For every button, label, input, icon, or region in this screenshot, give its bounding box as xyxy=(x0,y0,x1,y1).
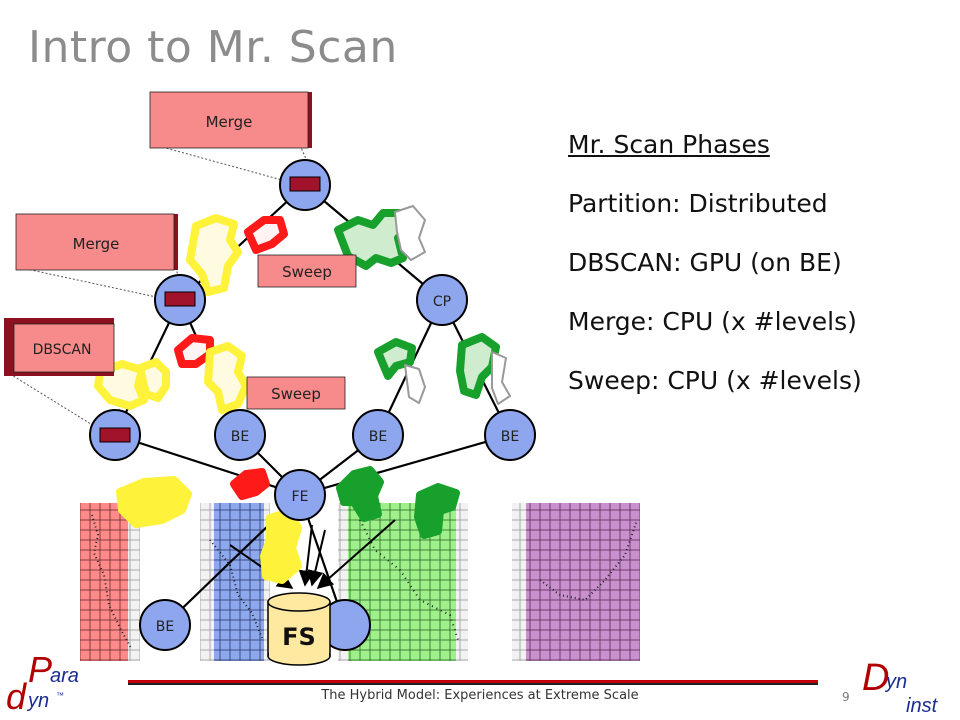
fe-node: FE xyxy=(274,469,326,521)
be-node-mid-right: BE xyxy=(484,409,536,461)
be-node-mid-center: BE xyxy=(352,409,404,461)
phases-list: Mr. Scan Phases Partition: Distributed D… xyxy=(568,130,862,425)
fe-node-label: FE xyxy=(292,489,309,505)
merge-left-box: Merge xyxy=(15,213,178,271)
partition-grid-purple xyxy=(512,503,640,661)
merge-top-label: Merge xyxy=(206,113,253,131)
footer-bar xyxy=(128,680,818,685)
svg-text:P: P xyxy=(28,649,52,690)
merge-node-left xyxy=(154,274,206,326)
phase-partition: Partition: Distributed xyxy=(568,189,828,218)
footer-text: The Hybrid Model: Experiences at Extreme… xyxy=(321,688,639,703)
sweep-upper-label: Sweep xyxy=(282,263,332,281)
be-node-mid-left: BE xyxy=(214,409,266,461)
be-bottom-label: BE xyxy=(156,619,174,635)
sweep-lower-label: Sweep xyxy=(271,385,321,403)
svg-text:inst: inst xyxy=(906,695,939,717)
svg-text:D: D xyxy=(862,657,889,699)
svg-text:yn: yn xyxy=(884,671,907,693)
dbscan-node xyxy=(89,409,141,461)
be-mid-left-label: BE xyxy=(231,429,249,445)
root-node xyxy=(279,159,331,211)
yellow-clusters xyxy=(94,214,302,584)
dbscan-box: DBSCAN xyxy=(4,318,115,376)
svg-text:d: d xyxy=(6,676,27,717)
phase-sweep: Sweep: CPU (x #levels) xyxy=(568,366,862,395)
merge-left-label: Merge xyxy=(73,235,120,253)
green-clusters xyxy=(334,205,511,539)
svg-text:yn: yn xyxy=(26,690,49,712)
cp-node: CP xyxy=(416,274,468,326)
sweep-lower-box: Sweep xyxy=(246,376,346,410)
phase-dbscan: DBSCAN: GPU (on BE) xyxy=(568,248,842,277)
slide-title: Intro to Mr. Scan xyxy=(28,22,398,73)
dyninst-logo: D yn inst xyxy=(862,657,939,717)
phase-merge: Merge: CPU (x #levels) xyxy=(568,307,857,336)
page-number: 9 xyxy=(842,690,850,704)
partition-grid-red xyxy=(80,503,140,661)
svg-text:™: ™ xyxy=(56,691,64,700)
sweep-upper-box: Sweep xyxy=(257,254,357,288)
dbscan-label: DBSCAN xyxy=(33,342,92,358)
fs-label: FS xyxy=(282,623,316,651)
be-mid-right-label: BE xyxy=(501,429,519,445)
partition-grid-blue xyxy=(200,503,270,661)
fs-cylinder: FS xyxy=(267,592,331,666)
phases-heading: Mr. Scan Phases xyxy=(568,130,770,159)
svg-text:ara: ara xyxy=(50,665,79,687)
be-node-bottom: BE xyxy=(139,599,191,651)
be-mid-center-label: BE xyxy=(369,429,387,445)
cp-node-label: CP xyxy=(433,294,451,310)
merge-top-box: Merge xyxy=(149,91,312,149)
paradyn-logo: P ara d yn ™ xyxy=(6,649,79,717)
